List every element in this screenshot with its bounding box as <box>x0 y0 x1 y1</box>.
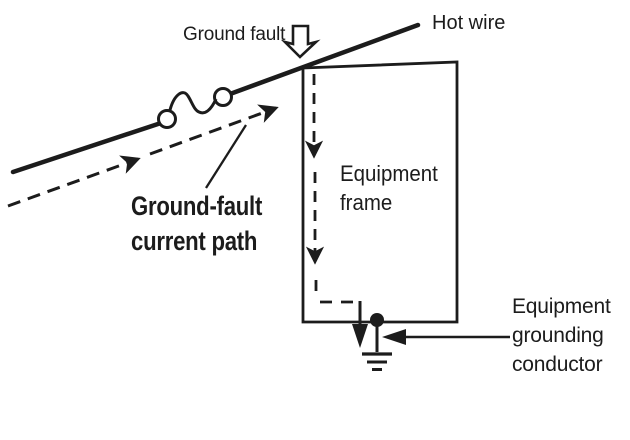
ground-fault-current-path-label-line2: current path <box>131 226 258 256</box>
equipment-frame-label-line1: Equipment <box>340 161 438 186</box>
fault-current-path-in-frame <box>304 74 357 304</box>
equipment-grounding-conductor-label-line1: Equipment <box>512 295 611 318</box>
equipment-grounding-conductor-label-line2: grounding <box>512 324 604 347</box>
fault-to-ground-arrow <box>352 301 368 348</box>
earth-ground-icon <box>362 326 392 371</box>
hot-wire-label: Hot wire <box>432 12 506 34</box>
hot-wire-line <box>10 120 164 175</box>
ground-fault-current-path-label-line1: Ground-fault <box>131 191 263 221</box>
ground-fault-current-path-label: Ground-fault current path <box>131 189 262 259</box>
equipment-frame-label-line2: frame <box>340 190 393 215</box>
ground-fault-label: Ground fault <box>183 24 286 45</box>
equipment-frame-label: Equipment frame <box>340 159 438 217</box>
connection-dot <box>370 313 384 327</box>
equipment-frame-box <box>301 60 459 324</box>
fault-current-dashed-path <box>7 104 279 208</box>
breaker-coil-icon <box>157 87 233 129</box>
hot-wire-line <box>227 22 421 97</box>
equipment-grounding-conductor-label: Equipment grounding conductor <box>512 292 611 379</box>
ground-fault-arrow-icon <box>280 24 321 59</box>
label-pointer-line <box>205 124 247 189</box>
grounding-conductor-pointer-arrow <box>382 329 510 345</box>
equipment-grounding-conductor-label-line3: conductor <box>512 353 603 376</box>
